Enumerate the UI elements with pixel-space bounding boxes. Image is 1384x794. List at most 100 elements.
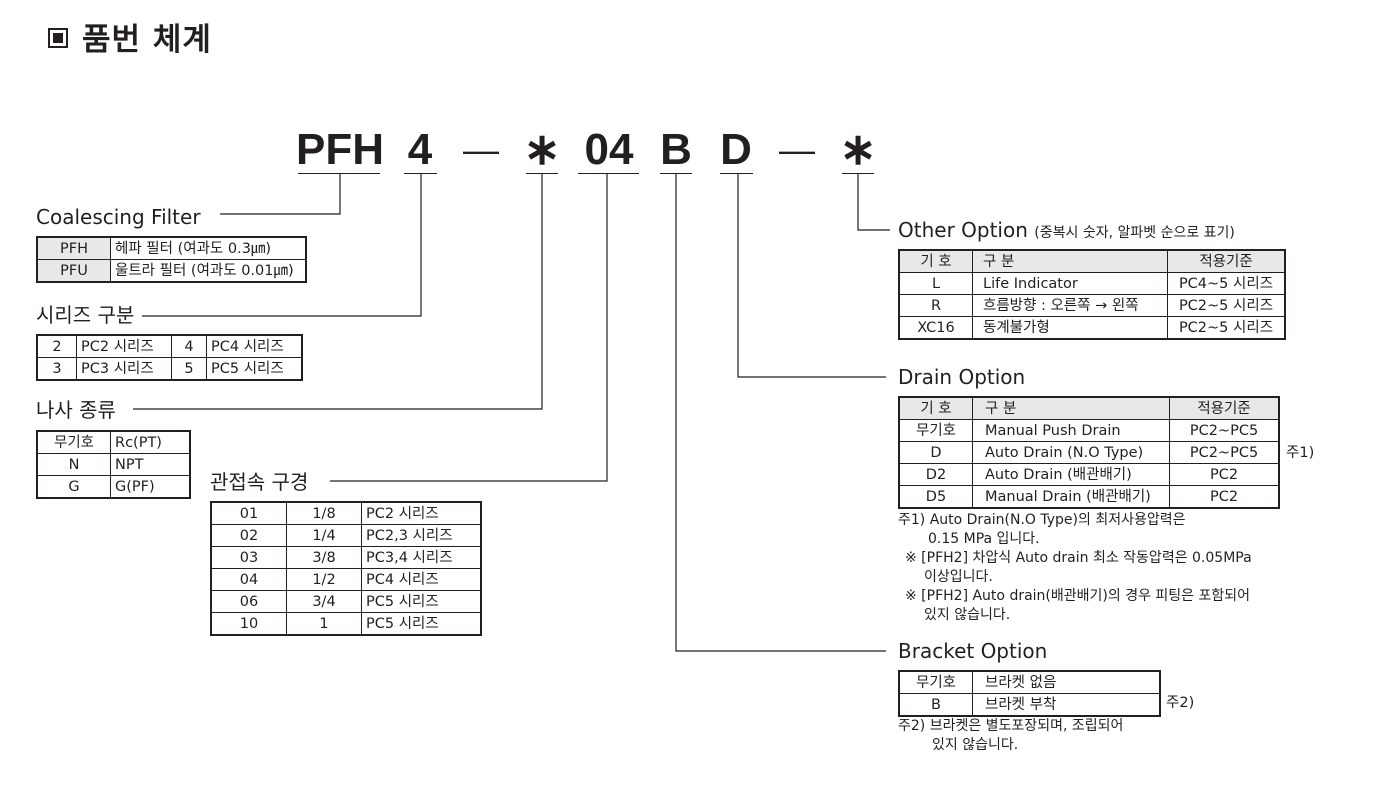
drain-header-code: 기 호 xyxy=(898,396,973,420)
series-desc: PC2 시리즈 xyxy=(76,334,172,358)
drain-desc: Manual Drain (배관배기) xyxy=(972,485,1170,509)
port-code: 02 xyxy=(210,524,287,547)
table-row: D Auto Drain (N.O Type) PC2~PC5 xyxy=(898,441,1280,464)
drain-note-4: 이상입니다. xyxy=(924,569,993,585)
table-row: 01 1/8 PC2 시리즈 xyxy=(210,501,482,525)
other-header-desc: 구 분 xyxy=(972,249,1168,273)
port-size: 1/2 xyxy=(286,568,362,591)
drain-desc: Auto Drain (N.O Type) xyxy=(972,441,1170,464)
series-desc: PC3 시리즈 xyxy=(76,357,172,381)
drain-table: 기 호 구 분 적용기준 무기호 Manual Push Drain PC2~P… xyxy=(898,396,1280,509)
bracket-desc: 브라켓 부착 xyxy=(972,693,1161,717)
drain-standard: PC2~PC5 xyxy=(1169,441,1280,464)
page-title: 품번 체계 xyxy=(48,14,212,59)
table-row: D5 Manual Drain (배관배기) PC2 xyxy=(898,485,1280,509)
other-note: (중복시 숫자, 알파벳 순으로 표기) xyxy=(1034,225,1235,241)
port-size: 3/8 xyxy=(286,546,362,569)
other-header-standard: 적용기준 xyxy=(1167,249,1286,273)
other-code: XC16 xyxy=(898,316,973,340)
other-standard: PC2~5 시리즈 xyxy=(1167,294,1286,317)
table-row: 06 3/4 PC5 시리즈 xyxy=(210,590,482,613)
thread-desc: G(PF) xyxy=(110,475,191,499)
other-code: L xyxy=(898,272,973,295)
table-row: 03 3/8 PC3,4 시리즈 xyxy=(210,546,482,569)
code-dash-2: — xyxy=(779,129,815,170)
drain-standard: PC2 xyxy=(1169,485,1280,509)
drain-note-3: ※ [PFH2] 차압식 Auto drain 최소 작동압력은 0.05MPa xyxy=(905,550,1252,566)
series-code: 5 xyxy=(171,357,207,381)
other-desc: Life Indicator xyxy=(972,272,1168,295)
thread-title: 나사 종류 xyxy=(36,398,116,422)
port-code: 06 xyxy=(210,590,287,613)
thread-code: 무기호 xyxy=(36,430,111,454)
connector-thread xyxy=(133,174,543,410)
thread-table: 무기호 Rc(PT) N NPT G G(PF) xyxy=(36,430,191,499)
table-row: XC16 동계불가형 PC2~5 시리즈 xyxy=(898,316,1286,340)
other-desc: 동계불가형 xyxy=(972,316,1168,340)
drain-code: D5 xyxy=(898,485,973,509)
table-row: 04 1/2 PC4 시리즈 xyxy=(210,568,482,591)
table-header-row: 기 호 구 분 적용기준 xyxy=(898,249,1286,273)
drain-desc: Auto Drain (배관배기) xyxy=(972,463,1170,486)
drain-code: D xyxy=(898,441,973,464)
port-code: 01 xyxy=(210,501,287,525)
page-title-text: 품번 체계 xyxy=(82,22,212,58)
other-table: 기 호 구 분 적용기준 L Life Indicator PC4~5 시리즈 … xyxy=(898,249,1286,340)
coalescing-table: PFH 헤파 필터 (여과도 0.3㎛) PFU 울트라 필터 (여과도 0.0… xyxy=(36,236,307,283)
other-title: Other Option xyxy=(898,218,1028,242)
connector-bracket xyxy=(675,174,886,652)
port-size: 3/4 xyxy=(286,590,362,613)
bracket-title: Bracket Option xyxy=(898,639,1048,663)
other-standard: PC2~5 시리즈 xyxy=(1167,316,1286,340)
port-code: 04 xyxy=(210,568,287,591)
drain-side-mark: 주1) xyxy=(1286,445,1315,461)
other-code: R xyxy=(898,294,973,317)
table-row: 3 PC3 시리즈 5 PC5 시리즈 xyxy=(36,357,303,381)
port-title: 관접속 구경 xyxy=(210,470,309,494)
port-series: PC5 시리즈 xyxy=(361,612,482,636)
table-row: 10 1 PC5 시리즈 xyxy=(210,612,482,636)
port-size: 1 xyxy=(286,612,362,636)
table-row: L Life Indicator PC4~5 시리즈 xyxy=(898,272,1286,295)
code-underline-bracket xyxy=(660,173,692,174)
other-header-code: 기 호 xyxy=(898,249,973,273)
port-size: 1/4 xyxy=(286,524,362,547)
drain-note-1: 주1) Auto Drain(N.O Type)의 최저사용압력은 xyxy=(898,512,1186,528)
table-row: 2 PC2 시리즈 4 PC4 시리즈 xyxy=(36,334,303,358)
code-underline-other xyxy=(842,173,874,174)
other-title-line: Other Option (중복시 숫자, 알파벳 순으로 표기) xyxy=(898,217,1235,246)
table-row: 02 1/4 PC2,3 시리즈 xyxy=(210,524,482,547)
code-segment-model: PFH xyxy=(296,125,384,174)
table-row: D2 Auto Drain (배관배기) PC2 xyxy=(898,463,1280,486)
thread-desc: NPT xyxy=(110,453,191,476)
port-code: 10 xyxy=(210,612,287,636)
series-code: 2 xyxy=(36,334,77,358)
table-row: PFU 울트라 필터 (여과도 0.01㎛) xyxy=(36,259,307,283)
table-row: N NPT xyxy=(36,453,191,476)
code-underline-series xyxy=(404,173,437,174)
coalescing-title: Coalescing Filter xyxy=(36,205,201,229)
coalescing-desc: 헤파 필터 (여과도 0.3㎛) xyxy=(110,236,307,260)
port-series: PC3,4 시리즈 xyxy=(361,546,482,569)
other-desc: 흐름방향 : 오른쪽 → 왼쪽 xyxy=(972,294,1168,317)
table-header-row: 기 호 구 분 적용기준 xyxy=(898,396,1280,420)
bracket-code: B xyxy=(898,693,973,717)
thread-code: N xyxy=(36,453,111,476)
connector-series xyxy=(142,174,422,317)
port-series: PC5 시리즈 xyxy=(361,590,482,613)
square-bullet-icon xyxy=(48,28,68,48)
table-row: 무기호 Manual Push Drain PC2~PC5 xyxy=(898,419,1280,442)
coalescing-code: PFH xyxy=(36,236,111,260)
code-underline-port xyxy=(578,173,639,174)
bracket-side-mark: 주2) xyxy=(1166,695,1195,711)
drain-header-standard: 적용기준 xyxy=(1169,396,1280,420)
code-segment-port: 04 xyxy=(584,125,634,174)
code-underline-thread xyxy=(526,173,558,174)
bracket-note-1: 주2) 브라켓은 별도포장되며, 조립되어 xyxy=(898,718,1124,734)
code-segment-drain: D xyxy=(720,125,752,174)
bracket-code: 무기호 xyxy=(898,670,973,694)
bracket-desc: 브라켓 없음 xyxy=(972,670,1161,694)
code-dash-1: — xyxy=(463,129,499,170)
drain-code: D2 xyxy=(898,463,973,486)
